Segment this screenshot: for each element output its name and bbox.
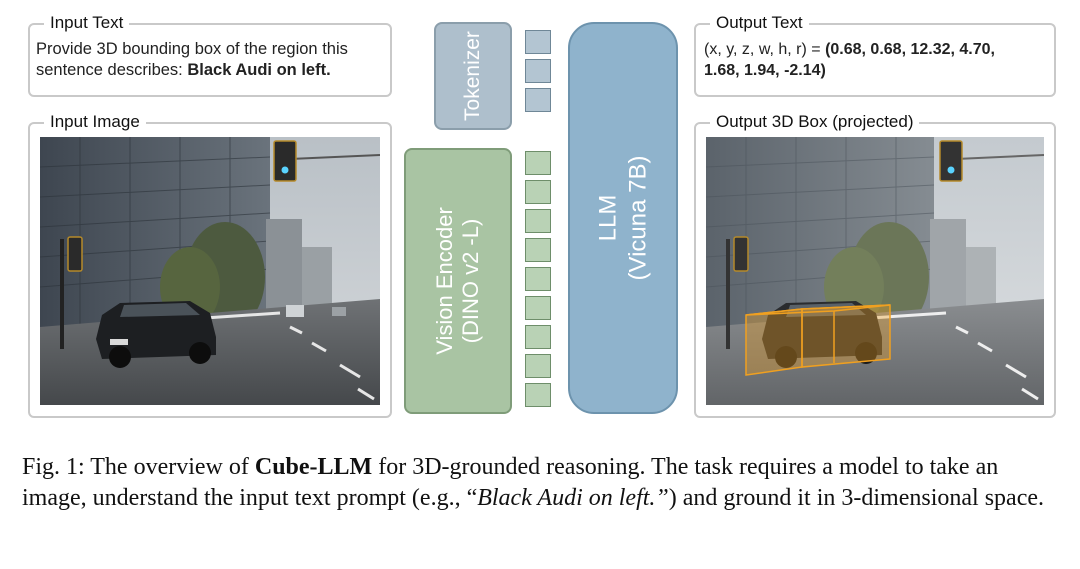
figure-caption: Fig. 1: The overview of Cube-LLM for 3D-…: [22, 454, 1044, 511]
vision-token: [525, 151, 551, 175]
caption-example: Black Audi on left.”: [477, 485, 669, 511]
tokenizer-label: Tokenizer: [461, 31, 485, 121]
vision-token: [525, 325, 551, 349]
vision-token: [525, 296, 551, 320]
output-text-panel: Output Text (x, y, z, w, h, r) = (0.68, …: [694, 13, 1056, 97]
output-box-values: (0.68, 0.68, 12.32, 4.70,: [825, 41, 995, 58]
vision-token: [525, 209, 551, 233]
llm-name: LLM: [594, 194, 621, 242]
llm-label: LLM (Vicuna 7B): [593, 156, 653, 281]
text-token: [525, 59, 551, 83]
input-text-title: Input Text: [44, 13, 130, 33]
black-audi-car: [762, 301, 882, 368]
text-token: [525, 88, 551, 112]
input-text-panel: Input Text Provide 3D bounding box of th…: [28, 13, 392, 97]
llm-model: (Vicuna 7B): [624, 155, 651, 281]
vision-encoder-label: Vision Encoder (DINO v2 -L): [432, 207, 484, 355]
output-street-image: [706, 137, 1044, 405]
vision-encoder-model: (DINO v2 -L): [458, 218, 484, 344]
input-text-target: Black Audi on left.: [187, 61, 331, 79]
caption-model-name: Cube-LLM: [254, 454, 373, 480]
text-token: [525, 30, 551, 54]
projected-3d-box: [745, 304, 891, 376]
vision-token: [525, 383, 551, 407]
vision-token: [525, 267, 551, 291]
output-text-title: Output Text: [710, 13, 809, 33]
black-audi-car: [96, 301, 216, 368]
output-text-content: (x, y, z, w, h, r) = (0.68, 0.68, 12.32,…: [704, 39, 1054, 81]
tokenizer-block: Tokenizer: [434, 22, 512, 130]
output-box-title: Output 3D Box (projected): [710, 112, 920, 132]
llm-block: LLM (Vicuna 7B): [568, 22, 678, 414]
vision-token: [525, 180, 551, 204]
output-text-line1: (x, y, z, w, h, r) = (0.68, 0.68, 12.32,…: [704, 41, 995, 58]
vision-token: [525, 238, 551, 262]
input-text-line2: sentence describes: Black Audi on left.: [36, 61, 331, 79]
input-street-image: [40, 137, 380, 405]
vision-token: [525, 354, 551, 378]
vision-encoder-block: Vision Encoder (DINO v2 -L): [404, 148, 512, 414]
input-text-line1: Provide 3D bounding box of the region th…: [36, 40, 348, 58]
output-text-line2: 1.68, 1.94, -2.14): [704, 62, 826, 79]
input-image-title: Input Image: [44, 112, 146, 132]
vision-encoder-name: Vision Encoder: [432, 207, 458, 355]
input-text-content: Provide 3D bounding box of the region th…: [36, 39, 388, 81]
